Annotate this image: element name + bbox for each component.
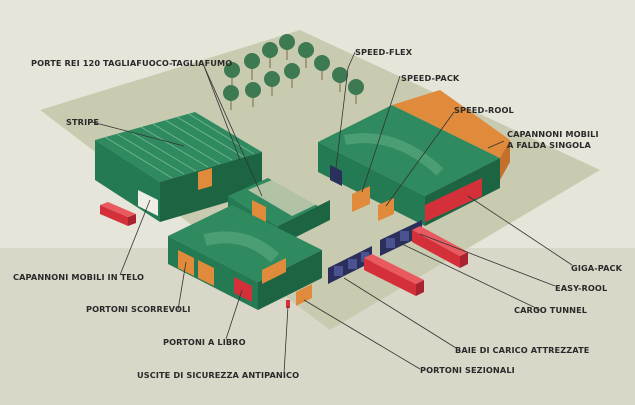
tent-roof-stripes [104, 113, 255, 179]
tree-icon [314, 55, 330, 80]
tree-icon [223, 85, 239, 110]
front-warehouse-building [168, 205, 322, 310]
label-porte-rei: PORTE REI 120 TAGLIAFUOCO-TAGLIAFUMO [31, 58, 232, 68]
leader-speed-flex [335, 51, 356, 169]
tree-icon [284, 63, 300, 88]
tent-side-wall [160, 152, 262, 222]
tree-icon [245, 82, 261, 107]
tent-roof [95, 112, 262, 182]
label-giga-pack: GIGA-PACK [571, 263, 623, 273]
tree-icon [244, 53, 260, 80]
tree-icon [332, 67, 348, 92]
tent-opening [138, 190, 158, 216]
label-cargo-tunnel: CARGO TUNNEL [514, 305, 587, 315]
tent-door [198, 168, 212, 190]
tree-icon [262, 42, 278, 68]
leader-capannoni-telo [119, 199, 151, 276]
tree-icon [348, 79, 364, 104]
label-uscite-sicurezza: USCITE DI SICUREZZA ANTIPANICO [137, 370, 299, 380]
label-speed-flex: SPEED-FLEX [355, 47, 413, 57]
leader-porte-rei-1 [203, 65, 241, 161]
main-warehouse-building [318, 105, 500, 226]
leader-giga-pack [467, 195, 573, 266]
label-portoni-libro: PORTONI A LIBRO [163, 337, 246, 347]
leader-portoni-scorrevoli [177, 261, 187, 311]
label-portoni-scorrevoli: PORTONI SCORREVOLI [86, 304, 190, 314]
speed-rool-door [378, 198, 394, 221]
main-roof [318, 105, 500, 196]
speed-flex-door [330, 165, 342, 186]
leader-baie-carico [343, 277, 457, 349]
leader-uscite-sicurezza [283, 305, 289, 375]
label-baie-carico: BAIE DI CARICO ATTREZZATE [455, 345, 589, 355]
leader-capannoni-falda [487, 140, 505, 149]
red-truck-left [100, 202, 136, 226]
sectional-door [296, 284, 312, 306]
callout-labels: PORTE REI 120 TAGLIAFUOCO-TAGLIAFUMO SPE… [13, 47, 623, 380]
leader-speed-rool [385, 111, 455, 207]
giga-pack-door [425, 178, 482, 222]
red-truck-1 [364, 254, 424, 296]
leader-speed-pack [361, 75, 401, 193]
label-capannoni-telo: CAPANNONI MOBILI IN TELO [13, 272, 144, 282]
leader-lines [91, 51, 573, 375]
speed-pack-door [352, 186, 370, 212]
loading-docks [328, 220, 422, 284]
leader-stripe [91, 121, 185, 147]
leader-portoni-sezionali [303, 299, 421, 370]
tree-icon [279, 34, 295, 60]
leader-porte-rei-2 [203, 65, 263, 197]
front-side-wall [258, 250, 322, 310]
leader-cargo-tunnel [401, 243, 541, 311]
folding-doors [234, 277, 252, 302]
emergency-exit [286, 300, 290, 308]
label-speed-rool: SPEED-ROOL [454, 105, 514, 115]
leader-easy-rool [419, 233, 556, 287]
tree-icon [298, 42, 314, 68]
tree-icon [264, 71, 280, 96]
label-capannoni-falda-1: CAPANNONI MOBILI [507, 129, 599, 139]
front-roof-door [262, 258, 286, 284]
label-stripe: STRIPE [66, 117, 99, 127]
label-easy-rool: EASY-ROOL [555, 283, 607, 293]
leader-portoni-libro [225, 289, 243, 340]
sliding-door [252, 200, 266, 222]
stripe-tent-building [95, 112, 262, 222]
red-truck-2 [412, 226, 468, 268]
tree-grove [223, 34, 364, 110]
main-front-wall [318, 142, 425, 226]
label-speed-pack: SPEED-PACK [401, 73, 460, 83]
label-portoni-sezionali: PORTONI SEZIONALI [420, 365, 515, 375]
label-capannoni-falda-2: A FALDA SINGOLA [507, 140, 591, 150]
single-pitch-shelter [392, 90, 510, 180]
